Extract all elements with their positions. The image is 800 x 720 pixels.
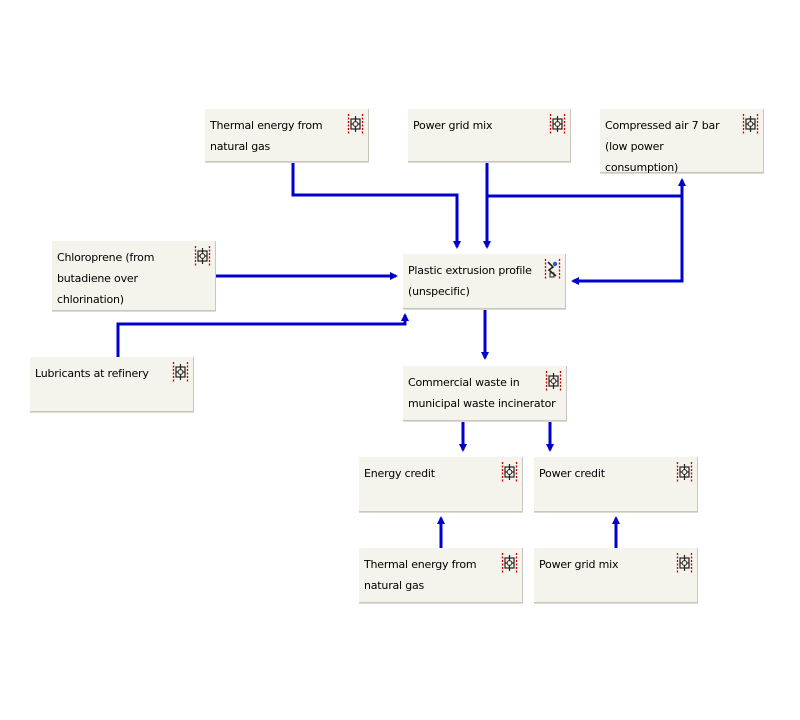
node-plastic-extrusion[interactable]: Plastic extrusion profile (unspecific) bbox=[403, 254, 566, 309]
node-lubricants[interactable]: Lubricants at refinery bbox=[30, 357, 194, 412]
process-icon bbox=[501, 462, 518, 482]
node-thermal-energy-bottom[interactable]: Thermal energy from natural gas bbox=[359, 548, 523, 603]
edge-lubricants-to-extrusion bbox=[116, 313, 409, 357]
node-commercial-waste[interactable]: Commercial waste in municipal waste inci… bbox=[403, 366, 567, 421]
node-label: Energy credit bbox=[364, 467, 435, 480]
node-label: Power grid mix bbox=[539, 558, 619, 571]
node-power-credit[interactable]: Power credit bbox=[534, 457, 698, 512]
node-label: Plastic extrusion profile (unspecific) bbox=[408, 264, 532, 298]
extrusion-process-icon bbox=[544, 259, 561, 279]
node-label: Compressed air 7 bar (low power consumpt… bbox=[605, 119, 720, 174]
node-label: Chloroprene (from butadiene over chlorin… bbox=[57, 251, 155, 306]
edge-thermal-top-to-extrusion bbox=[291, 162, 461, 249]
node-label: Commercial waste in municipal waste inci… bbox=[408, 376, 556, 410]
node-thermal-energy-top[interactable]: Thermal energy from natural gas bbox=[205, 109, 369, 162]
node-energy-credit[interactable]: Energy credit bbox=[359, 457, 523, 512]
process-icon bbox=[742, 114, 759, 134]
process-icon bbox=[676, 462, 693, 482]
node-label: Power grid mix bbox=[413, 119, 493, 132]
process-icon bbox=[676, 553, 693, 573]
node-label: Thermal energy from natural gas bbox=[364, 558, 477, 592]
node-label: Power credit bbox=[539, 467, 605, 480]
process-icon bbox=[347, 114, 364, 134]
process-icon bbox=[194, 246, 211, 266]
node-label: Thermal energy from natural gas bbox=[210, 119, 323, 153]
node-power-grid-bottom[interactable]: Power grid mix bbox=[534, 548, 698, 603]
process-icon bbox=[545, 371, 562, 391]
process-icon bbox=[172, 362, 189, 382]
process-icon bbox=[549, 114, 566, 134]
node-compressed-air[interactable]: Compressed air 7 bar (low power consumpt… bbox=[600, 109, 764, 174]
node-chloroprene[interactable]: Chloroprene (from butadiene over chlorin… bbox=[52, 241, 216, 311]
node-label: Lubricants at refinery bbox=[35, 367, 149, 380]
edge-air-to-extrusion bbox=[571, 180, 684, 285]
edge-grid-top-to-air bbox=[487, 178, 686, 198]
node-power-grid-top[interactable]: Power grid mix bbox=[408, 109, 571, 162]
process-icon bbox=[501, 553, 518, 573]
